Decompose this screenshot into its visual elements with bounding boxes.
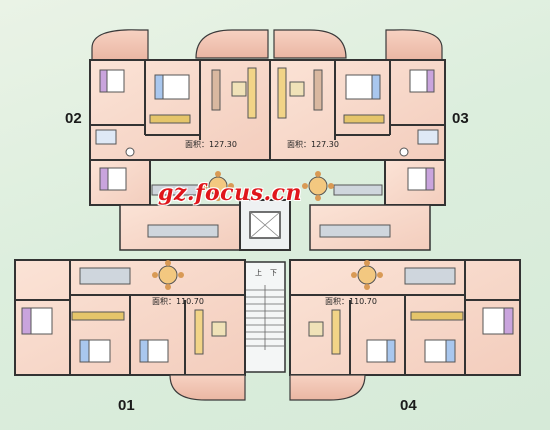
stair-label-up: 上: [255, 269, 262, 277]
watermark-logo: gz.focus.cn: [158, 180, 302, 206]
area-label-01: 面积：110.70: [152, 297, 204, 306]
unit-label-01: 01: [118, 397, 135, 414]
area-label-04: 面积：110.70: [325, 297, 377, 306]
core-plan: [119, 199, 431, 373]
unit-01-plan: [14, 259, 246, 401]
unit-04-plan: [289, 259, 521, 401]
unit-02-plan: [89, 29, 271, 206]
stair-label-down: 下: [270, 269, 277, 277]
unit-label-03: 03: [452, 110, 469, 127]
area-label-03: 面积：127.30: [287, 140, 339, 149]
unit-03-plan: [269, 29, 446, 206]
unit-label-02: 02: [65, 110, 82, 127]
area-label-02: 面积：127.30: [185, 140, 237, 149]
unit-label-04: 04: [400, 397, 417, 414]
